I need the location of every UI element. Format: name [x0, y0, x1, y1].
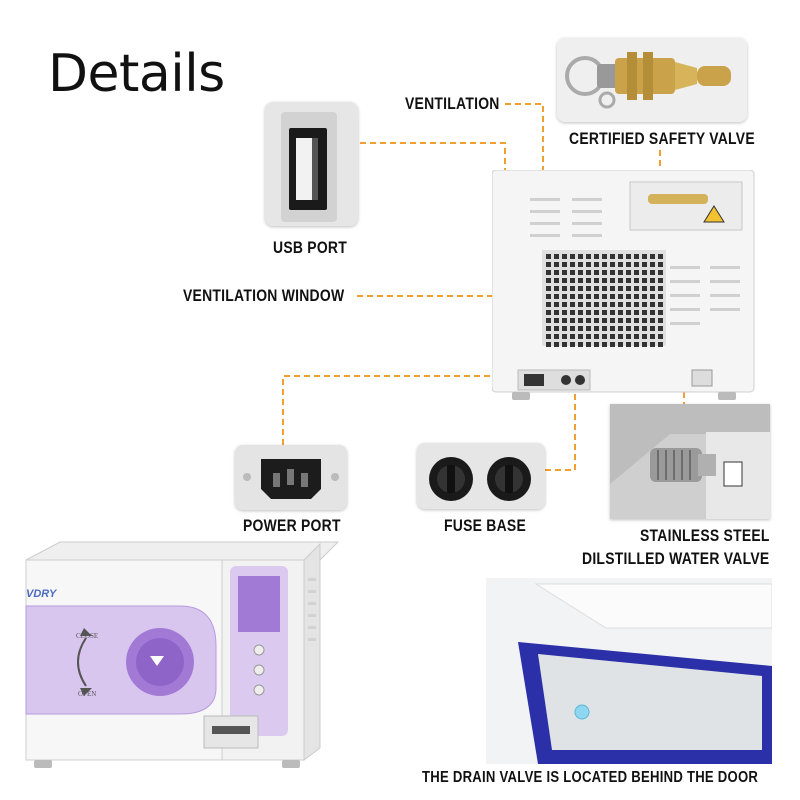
- machine-front: VDRY CLOSE OPEN: [20, 538, 340, 778]
- brand-logo: VDRY: [26, 588, 57, 600]
- power-port-icon: [235, 445, 347, 510]
- safety-valve-photo: [557, 38, 747, 122]
- label-fuse-base: FUSE BASE: [444, 516, 526, 535]
- ventilation-grid: [546, 254, 663, 347]
- label-ventilation: VENTILATION: [405, 94, 500, 113]
- drain-valve-photo: [486, 578, 772, 764]
- door-open-text: OPEN: [78, 690, 97, 698]
- door-close-text: CLOSE: [76, 632, 99, 640]
- label-drain-valve: THE DRAIN VALVE IS LOCATED BEHIND THE DO…: [422, 769, 759, 786]
- label-steel-valve-line1: STAINLESS STEEL: [640, 526, 770, 545]
- water-valve-icon: [610, 404, 770, 519]
- drain-valve-illustration: [486, 578, 772, 764]
- leader-fuse-base: [545, 388, 576, 471]
- leader-power-port: [282, 375, 527, 445]
- label-steel-valve-line2: DILSTILLED WATER VALVE: [582, 549, 770, 568]
- machine-front-illustration: [25, 541, 340, 768]
- page-title: Details: [48, 44, 225, 104]
- label-power-port: POWER PORT: [243, 516, 341, 535]
- label-usb-port: USB PORT: [273, 238, 348, 257]
- leader-usb-port: [360, 142, 506, 230]
- machine-back-illustration: [492, 170, 755, 400]
- usb-port-photo: [265, 102, 358, 226]
- leader-ventilation: [505, 103, 544, 188]
- label-certified-safety-valve: CERTIFIED SAFETY VALVE: [569, 129, 755, 148]
- fuse-base-icon: [417, 443, 545, 509]
- label-ventilation-window: VENTILATION WINDOW: [183, 286, 345, 305]
- machine-back: [492, 170, 757, 400]
- water-valve-photo: [610, 404, 770, 519]
- safety-valve-icon: [557, 38, 747, 122]
- power-port-photo: [235, 445, 347, 510]
- usb-icon: [265, 102, 358, 226]
- fuse-base-photo: [417, 443, 545, 509]
